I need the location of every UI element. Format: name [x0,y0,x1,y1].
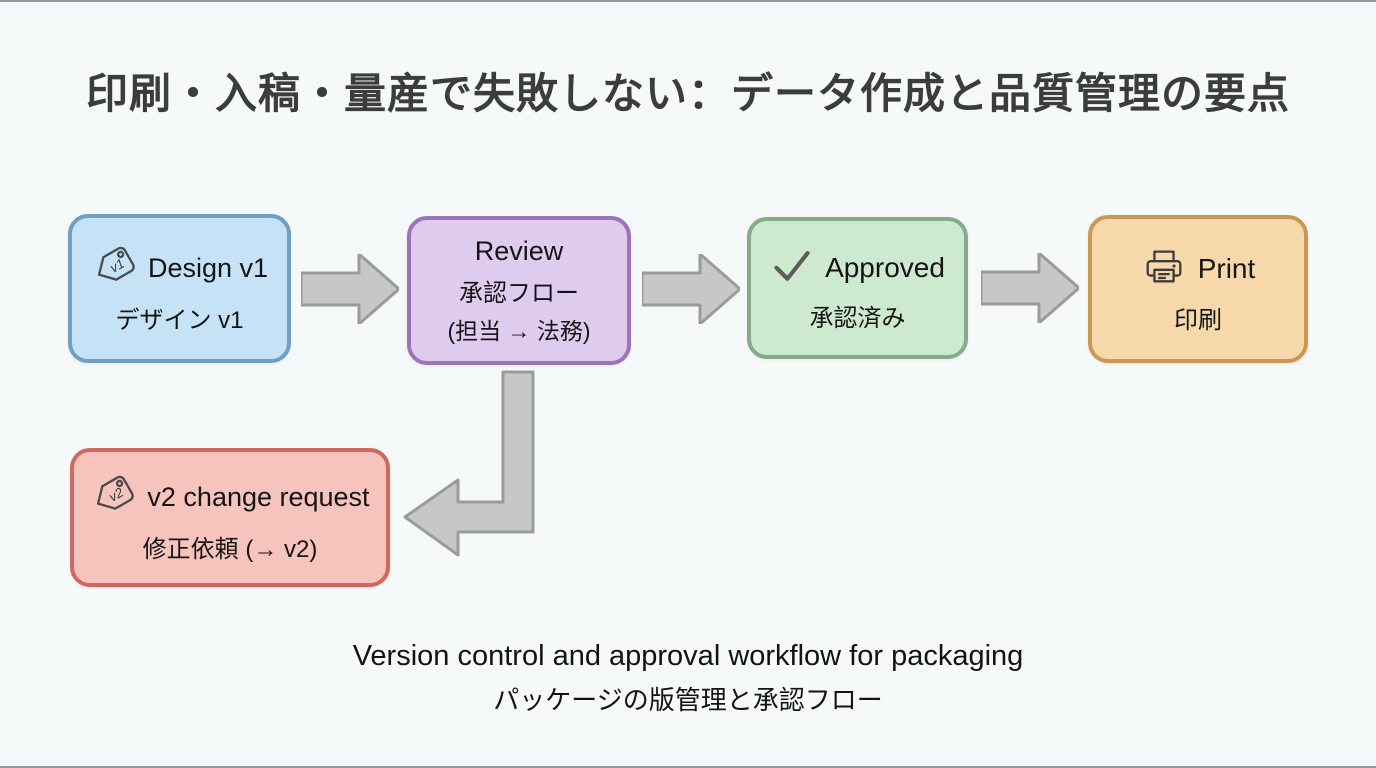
tag-icon: v2 [90,472,136,523]
diagram-caption: Version control and approval workflow fo… [0,640,1376,717]
arrow-review-to-approved [642,254,740,324]
node-sublabel: 承認フロー [459,279,579,307]
node-sublabel: 印刷 [1174,307,1222,334]
caption-english: Version control and approval workflow fo… [352,640,1024,672]
arrow-review-to-v2 [403,370,535,557]
node-sublabel-2: (担当 → 法務) [447,317,591,344]
printer-icon [1141,243,1187,294]
caption-japanese: パッケージの版管理と承認フロー [493,685,883,715]
top-edge-line [0,0,1376,2]
node-sublabel: 承認済み [809,305,906,332]
flow-node-v2-change-request: v2 v2 change request 修正依頼 (→ v2) [70,448,390,587]
flow-node-approved: Approved 承認済み [747,217,968,359]
tag-icon-version-text: v1 [107,255,127,275]
node-sublabel: 修正依頼 (→ v2) [142,535,318,563]
bottom-edge-line [0,766,1376,768]
flow-node-design-v1: v1 Design v1 デザイン v1 [68,214,291,363]
flow-node-print: Print 印刷 [1088,215,1308,363]
tag-icon-version-text: v2 [107,484,127,504]
node-label: Design v1 [147,252,269,283]
check-icon [770,243,814,292]
node-label: Review [474,235,564,266]
page-title: 印刷・入稿・量産で失敗しない：データ作成と品質管理の要点 [85,70,1290,117]
flow-node-review: Review 承認フロー (担当 → 法務) [407,216,631,365]
arrow-approved-to-print [981,253,1079,323]
node-label: Approved [825,251,945,283]
node-label: Print [1197,252,1256,284]
node-sublabel: デザイン v1 [115,306,244,334]
arrow-design-to-review [301,254,399,324]
tag-icon: v1 [91,243,137,294]
node-label: v2 change request [147,481,370,512]
